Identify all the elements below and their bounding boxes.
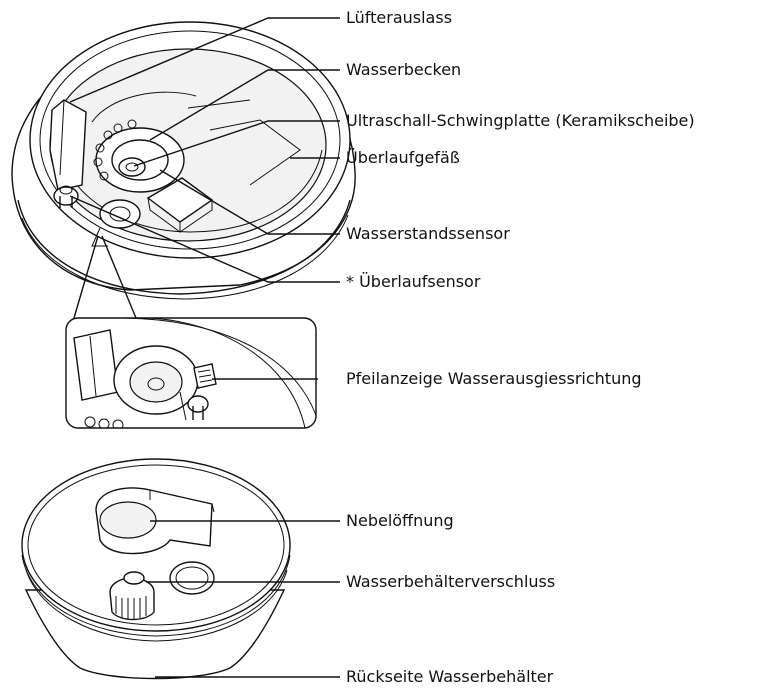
water-tank-illustration	[22, 459, 290, 679]
base-unit-illustration	[12, 22, 355, 299]
label-overflow-vessel: Überlaufgefäß	[346, 149, 460, 167]
label-arrow-indicator: Pfeilanzeige Wasserausgiessrichtung	[346, 370, 642, 388]
label-tank-back: Rückseite Wasserbehälter	[346, 668, 553, 686]
label-ultrasonic-plate: Ultraschall-Schwingplatte (Keramikscheib…	[346, 112, 695, 130]
label-tank-cap: Wasserbehälterverschluss	[346, 573, 555, 591]
label-overflow-sensor: * Überlaufsensor	[346, 273, 480, 291]
label-water-basin: Wasserbecken	[346, 61, 461, 79]
label-water-level-sensor: Wasserstandssensor	[346, 225, 510, 243]
label-mist-opening: Nebelöffnung	[346, 512, 454, 530]
label-fan-outlet: Lüfterauslass	[346, 9, 452, 27]
